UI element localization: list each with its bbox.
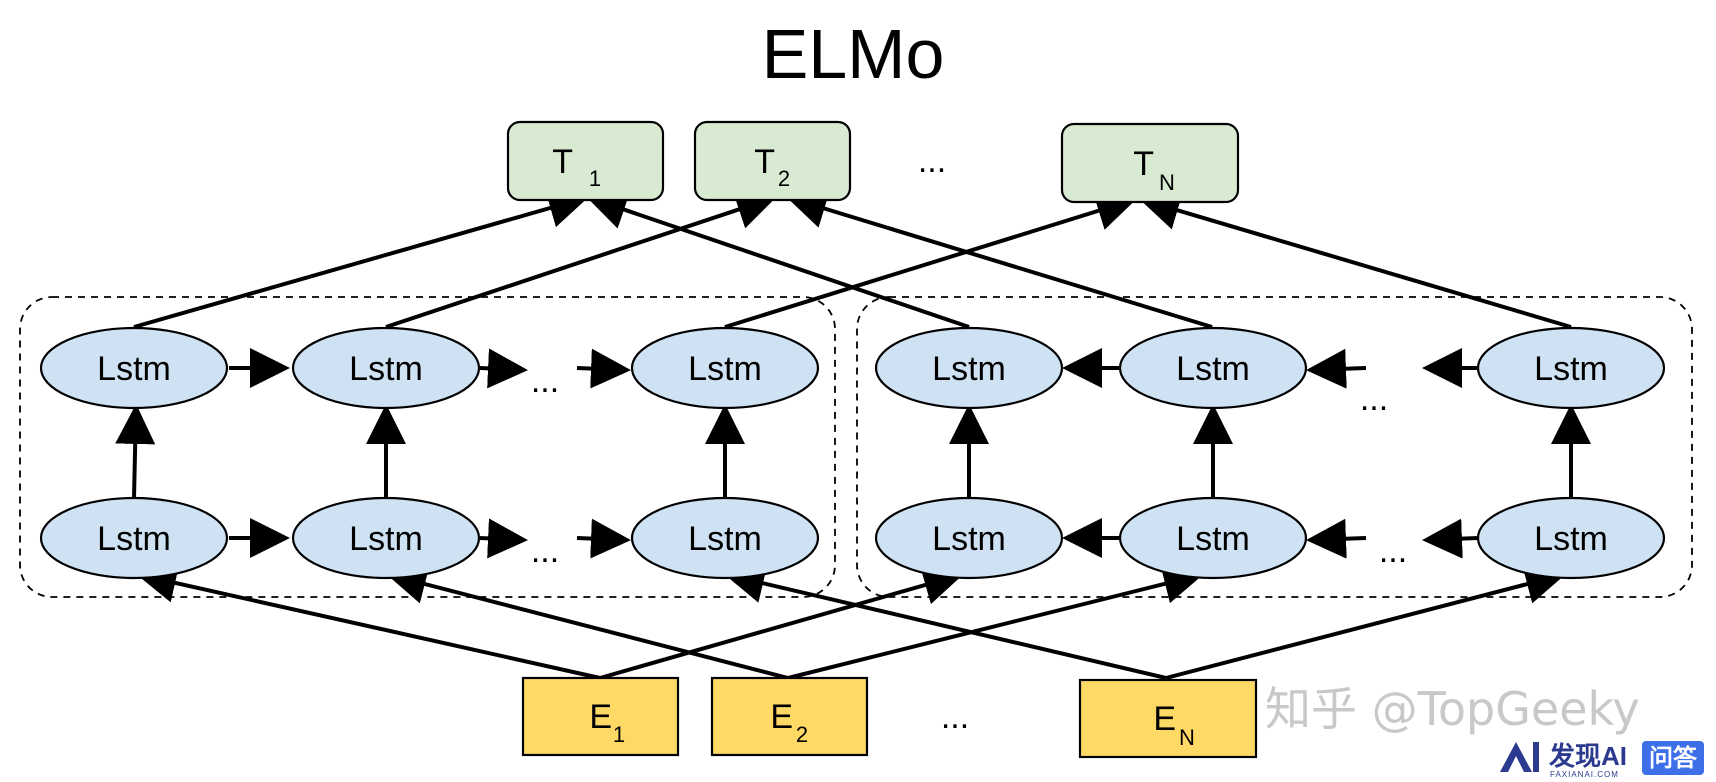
diagram-title: ELMo (762, 15, 945, 93)
lstm-label: Lstm (1534, 520, 1608, 558)
horizontal-edges (229, 348, 1479, 559)
output-node-t1: T 1 (506, 120, 665, 202)
lstm-label: Lstm (349, 350, 423, 388)
backward-lstm-group (856, 296, 1693, 598)
vertical-edges (115, 404, 1591, 499)
input-e2-base: E (770, 698, 793, 736)
output-t2-base: T (754, 143, 775, 181)
qa-badge (1642, 741, 1704, 775)
edge-f1-t1 (133, 188, 589, 329)
edge-e1-b1 (599, 565, 964, 680)
lstm-backward-top-n: Lstm (1476, 326, 1666, 410)
brand-logo: 发现AI FAXIANAI.COM 问答 (1500, 741, 1704, 779)
lstm-forward-bottom-n: Lstm (630, 496, 820, 580)
lstm-forward-top-n: Lstm (630, 326, 820, 410)
output-node-tn: T N (1060, 122, 1240, 204)
lstm-forward-bottom-2: Lstm (291, 496, 481, 580)
lstm-forward-bottom-1: Lstm (39, 496, 229, 580)
edge-b1-t1 (586, 190, 970, 329)
edge-b3-tn (1139, 191, 1572, 329)
input-en-base: E (1153, 700, 1176, 738)
edge-e2-b2 (787, 564, 1204, 680)
lstm-backward-bottom-1: Lstm (874, 496, 1064, 580)
lstm-label: Lstm (97, 520, 171, 558)
lstm-backward-bottom-2: Lstm (1118, 496, 1308, 580)
input-node-en: E N (1078, 678, 1258, 759)
lstm-forward-top-1: Lstm (39, 326, 229, 410)
forward-bottom-ellipsis: ... (531, 532, 559, 570)
lstm-label: Lstm (688, 520, 762, 558)
output-t1-sub: 1 (589, 166, 601, 191)
edge-f3-tn (724, 191, 1137, 329)
edge-en-f3 (724, 563, 1167, 680)
lstm-label: Lstm (1176, 350, 1250, 388)
brand-domain: FAXIANAI.COM (1550, 770, 1619, 779)
output-tn-base: T (1133, 145, 1154, 183)
lstm-forward-top-2: Lstm (291, 326, 481, 410)
brand-name: 发现AI (1548, 741, 1627, 771)
input-node-e2: E 2 (710, 676, 869, 757)
brand-ai-icon (1500, 742, 1539, 772)
lstm-backward-bottom-n: Lstm (1476, 496, 1666, 580)
edge-f2-t2 (385, 190, 777, 329)
edge-f-top-2 (479, 348, 528, 389)
backward-bottom-ellipsis: ... (1379, 532, 1407, 570)
edge-b-bot-2 (1306, 518, 1367, 559)
input-e2-sub: 2 (796, 722, 808, 747)
edge-en-b3 (1165, 564, 1566, 680)
qa-badge-label: 问答 (1649, 744, 1698, 772)
lstm-label: Lstm (1176, 520, 1250, 558)
edge-f-top-3 (576, 348, 631, 389)
edge-b2-t2 (786, 189, 1213, 329)
input-ellipsis: ... (941, 698, 969, 736)
edge-b-top-2 (1306, 348, 1367, 389)
lstm-label: Lstm (932, 350, 1006, 388)
lstm-backward-top-1: Lstm (874, 326, 1064, 410)
output-t2-sub: 2 (778, 166, 790, 191)
lstm-label: Lstm (688, 350, 762, 388)
edge-e2-f2 (386, 564, 789, 680)
input-node-e1: E 1 (521, 676, 680, 757)
output-t1-base: T (552, 143, 573, 181)
backward-top-ellipsis: ... (1360, 380, 1388, 418)
lstm-label: Lstm (349, 520, 423, 558)
input-edges (136, 563, 1566, 680)
output-ellipsis: ... (918, 142, 946, 180)
output-tn-sub: N (1159, 170, 1175, 195)
output-edges (133, 188, 1572, 329)
lstm-backward-top-2: Lstm (1118, 326, 1308, 410)
edge-f1-up (115, 404, 156, 499)
edge-e1-f1 (136, 563, 601, 680)
input-e1-sub: 1 (613, 722, 625, 747)
lstm-label: Lstm (1534, 350, 1608, 388)
lstm-label: Lstm (97, 350, 171, 388)
lstm-label: Lstm (932, 520, 1006, 558)
input-en-sub: N (1179, 725, 1195, 750)
watermark-text: 知乎 @TopGeeky (1265, 682, 1640, 736)
input-e1-base: E (589, 698, 612, 736)
forward-top-ellipsis: ... (531, 362, 559, 400)
edge-f-bot-3 (576, 518, 631, 559)
edge-f-bot-2 (479, 518, 528, 559)
output-node-t2: T 2 (693, 120, 852, 202)
edge-b-bot-3 (1422, 518, 1479, 559)
